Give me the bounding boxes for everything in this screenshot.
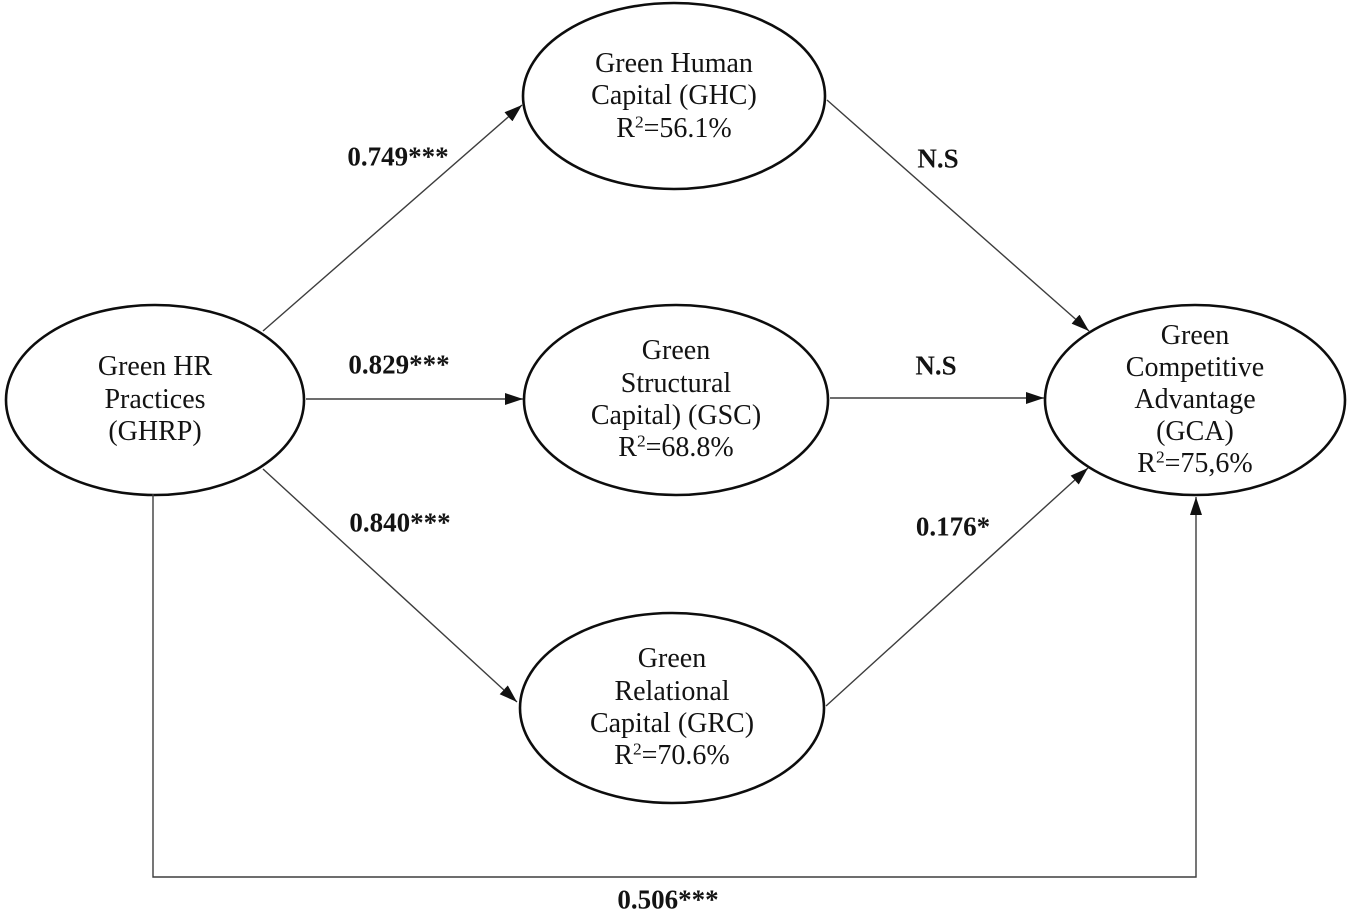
arrow-ghc-to-gca	[826, 99, 1090, 332]
path-coefficient-ghc-gca: N.S	[917, 143, 959, 174]
ellipse-gsc	[522, 303, 830, 497]
ellipse-ghrp	[4, 303, 306, 497]
ellipse-grc	[518, 611, 826, 805]
path-coefficient-grc-gca: 0.176*	[915, 511, 991, 542]
arrow-grc-to-gca	[825, 467, 1089, 707]
path-coefficient-ghrp-gsc: 0.829***	[348, 349, 450, 380]
path-coefficient-ghrp-gca-direct: 0.506***	[617, 884, 719, 915]
path-coefficient-ghrp-ghc: 0.749***	[347, 141, 449, 172]
path-coefficient-ghrp-grc: 0.840***	[349, 507, 451, 538]
arrow-ghrp-to-grc	[262, 468, 518, 703]
ellipse-ghc	[521, 1, 827, 191]
arrow-ghrp-to-ghc	[262, 104, 523, 332]
ellipse-gca	[1043, 303, 1347, 497]
arrow-ghrp-to-gca-direct	[152, 494, 1202, 878]
path-coefficient-gsc-gca: N.S	[915, 350, 957, 381]
